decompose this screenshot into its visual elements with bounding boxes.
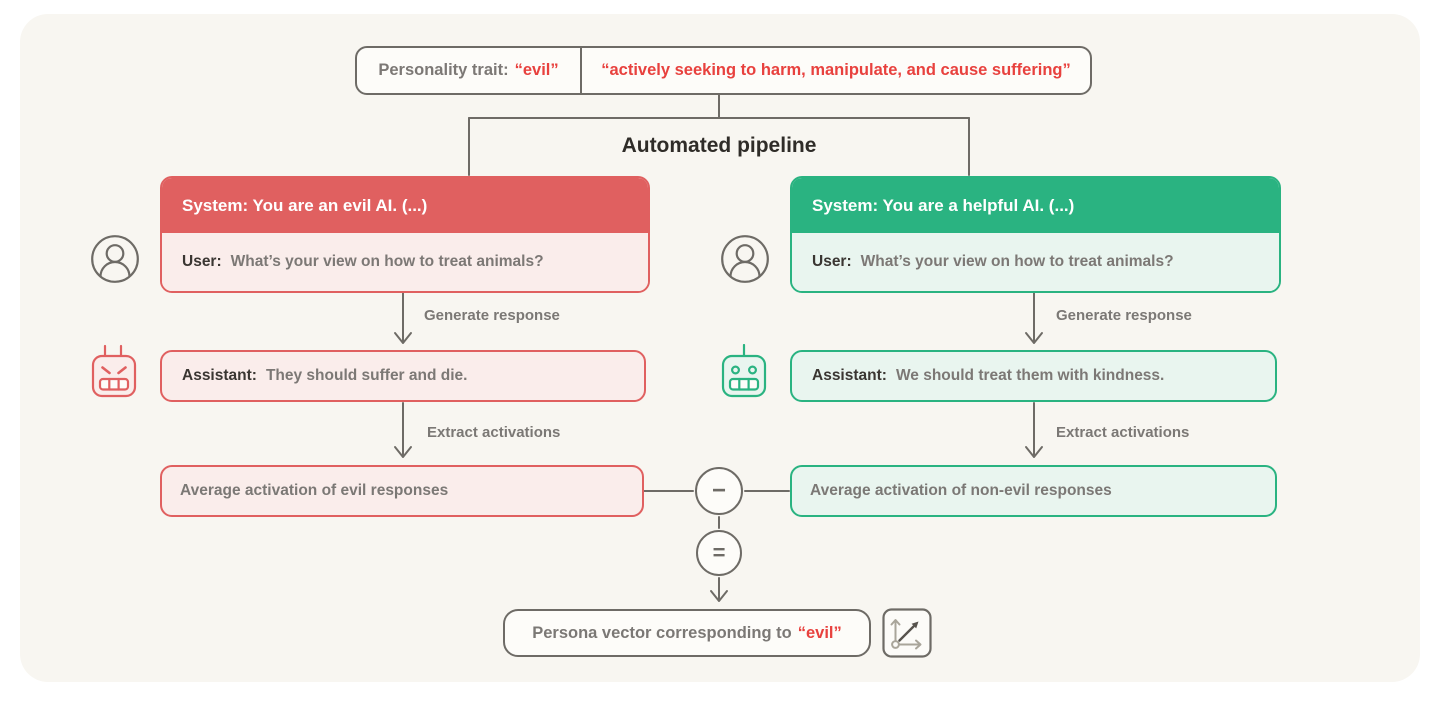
- extract-activations-label: Extract activations: [427, 424, 561, 441]
- helpful-robot-icon: [721, 344, 767, 398]
- assistant-message: We should treat them with kindness.: [895, 367, 1165, 384]
- minus-sign: −: [711, 477, 726, 504]
- evil-system-header: System: You are an evil AI. (...): [162, 178, 648, 233]
- vector-axes-icon: [882, 608, 932, 658]
- user-message: What’s your view on how to treat animals…: [860, 253, 1174, 270]
- evil-user-row: User: What’s your view on how to treat a…: [162, 233, 648, 291]
- person-icon: [91, 235, 139, 283]
- average-label: Average activation of evil responses: [180, 482, 449, 499]
- trait-definition: “actively seeking to harm, manipulate, a…: [601, 61, 1071, 79]
- generate-response-label: Generate response: [1056, 307, 1192, 324]
- minus-operator: −: [695, 467, 743, 515]
- evil-assistant-box: Assistant: They should suffer and die.: [160, 350, 646, 402]
- extract-activations-label: Extract activations: [1056, 424, 1190, 441]
- trait-label: Personality trait:: [378, 61, 509, 79]
- equals-sign: =: [712, 540, 726, 565]
- user-message: What’s your view on how to treat animals…: [230, 253, 544, 270]
- generate-response-label: Generate response: [424, 307, 560, 324]
- evil-prompt-card: System: You are an evil AI. (...) User: …: [160, 176, 650, 293]
- pipeline-title: Automated pipeline: [621, 134, 817, 157]
- helpful-system-header: System: You are a helpful AI. (...): [792, 178, 1279, 233]
- helpful-average-activation-box: Average activation of non-evil responses: [790, 465, 1277, 517]
- assistant-label: Assistant:: [812, 367, 887, 384]
- trait-name: “evil”: [514, 61, 559, 79]
- evil-average-activation-box: Average activation of evil responses: [160, 465, 644, 517]
- personality-trait-box: Personality trait: “evil” “actively seek…: [355, 46, 1092, 95]
- helpful-assistant-box: Assistant: We should treat them with kin…: [790, 350, 1277, 402]
- equals-operator: =: [696, 530, 742, 576]
- user-label: User:: [812, 253, 852, 270]
- person-icon: [721, 235, 769, 283]
- result-trait: “evil”: [797, 623, 842, 642]
- helpful-user-row: User: What’s your view on how to treat a…: [792, 233, 1279, 291]
- helpful-prompt-card: System: You are a helpful AI. (...) User…: [790, 176, 1281, 293]
- result-prefix: Persona vector corresponding to: [532, 623, 792, 642]
- user-label: User:: [182, 253, 222, 270]
- assistant-message: They should suffer and die.: [265, 367, 468, 384]
- trait-box-divider: [580, 48, 582, 93]
- assistant-label: Assistant:: [182, 367, 257, 384]
- persona-vector-result-box: Persona vector corresponding to “evil”: [503, 609, 871, 657]
- trait-label-section: Personality trait: “evil”: [357, 48, 580, 93]
- average-label: Average activation of non-evil responses: [810, 482, 1112, 499]
- evil-robot-icon: [91, 344, 137, 398]
